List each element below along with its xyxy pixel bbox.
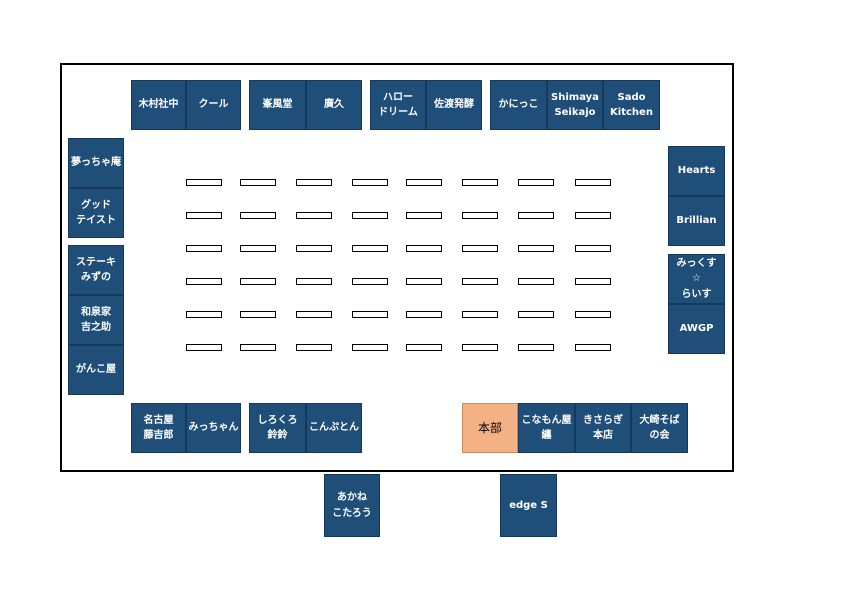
seat-row-5-col-4 (352, 311, 388, 318)
seat-row-4-col-5 (406, 278, 442, 285)
seat-row-5-col-1 (186, 311, 222, 318)
seat-row-2-col-8 (575, 212, 611, 219)
seat-row-6-col-1 (186, 344, 222, 351)
booth-top-1[interactable]: 木村社中 (131, 80, 186, 130)
seat-row-3-col-7 (518, 245, 554, 252)
seat-row-1-col-5 (406, 179, 442, 186)
booth-right-1[interactable]: Hearts (668, 146, 725, 196)
seat-row-1-col-6 (462, 179, 498, 186)
booth-right-4[interactable]: AWGP (668, 304, 725, 354)
seat-row-4-col-1 (186, 278, 222, 285)
booth-bottom-6[interactable]: こなもん屋 纏 (518, 403, 575, 453)
seat-row-1-col-4 (352, 179, 388, 186)
booth-top-2[interactable]: クール (186, 80, 241, 130)
booth-top-7[interactable]: かにっこ (490, 80, 547, 130)
booth-left-2[interactable]: グッド テイスト (68, 188, 124, 238)
seat-row-3-col-2 (240, 245, 276, 252)
seat-row-1-col-8 (575, 179, 611, 186)
seat-row-6-col-3 (296, 344, 332, 351)
seat-row-6-col-5 (406, 344, 442, 351)
booth-bottom-4[interactable]: こんぷとん (306, 403, 362, 453)
seat-row-2-col-1 (186, 212, 222, 219)
booth-top-8[interactable]: Shimaya Seikajo (547, 80, 603, 130)
seat-row-1-col-3 (296, 179, 332, 186)
booth-top-9[interactable]: Sado Kitchen (603, 80, 660, 130)
seat-row-1-col-7 (518, 179, 554, 186)
booth-left-1[interactable]: 夢っちゃ庵 (68, 138, 124, 188)
seat-row-2-col-2 (240, 212, 276, 219)
seat-row-5-col-8 (575, 311, 611, 318)
booth-top-5[interactable]: ハロー ドリーム (370, 80, 426, 130)
seat-row-4-col-8 (575, 278, 611, 285)
booth-bottom-2[interactable]: みっちゃん (186, 403, 241, 453)
booth-bottom-8[interactable]: 大崎そば の会 (631, 403, 688, 453)
seat-row-4-col-2 (240, 278, 276, 285)
seat-row-1-col-1 (186, 179, 222, 186)
booth-bottom-3[interactable]: しろくろ 鈴鈴 (249, 403, 306, 453)
seat-row-4-col-3 (296, 278, 332, 285)
booth-left-4[interactable]: 和泉家 吉之助 (68, 295, 124, 345)
booth-right-3[interactable]: みっくす ☆ らいす (668, 254, 725, 304)
seat-row-6-col-4 (352, 344, 388, 351)
booth-top-4[interactable]: 廣久 (306, 80, 362, 130)
seat-row-3-col-3 (296, 245, 332, 252)
seat-row-6-col-6 (462, 344, 498, 351)
seat-row-3-col-1 (186, 245, 222, 252)
seat-row-5-col-5 (406, 311, 442, 318)
seat-row-4-col-6 (462, 278, 498, 285)
seat-row-6-col-8 (575, 344, 611, 351)
booth-outside-1[interactable]: あかね こたろう (324, 474, 380, 537)
seat-row-2-col-6 (462, 212, 498, 219)
seat-row-5-col-3 (296, 311, 332, 318)
booth-left-5[interactable]: がんこ屋 (68, 345, 124, 395)
booth-outside-2[interactable]: edge S (500, 474, 557, 537)
seat-row-6-col-7 (518, 344, 554, 351)
booth-left-3[interactable]: ステーキ みずの (68, 245, 124, 295)
seat-row-3-col-6 (462, 245, 498, 252)
seat-row-3-col-5 (406, 245, 442, 252)
seat-row-2-col-5 (406, 212, 442, 219)
seat-row-4-col-7 (518, 278, 554, 285)
headquarters-booth[interactable]: 本部 (462, 403, 518, 453)
seat-row-4-col-4 (352, 278, 388, 285)
booth-right-2[interactable]: Brillian (668, 196, 725, 246)
seat-row-3-col-8 (575, 245, 611, 252)
booth-bottom-7[interactable]: きさらぎ 本店 (575, 403, 631, 453)
seat-row-5-col-2 (240, 311, 276, 318)
booth-top-3[interactable]: 峯風堂 (249, 80, 306, 130)
seat-row-3-col-4 (352, 245, 388, 252)
seat-row-2-col-7 (518, 212, 554, 219)
booth-top-6[interactable]: 佐渡発酵 (426, 80, 482, 130)
booth-bottom-1[interactable]: 名古屋 藤吉郎 (131, 403, 186, 453)
seat-row-2-col-4 (352, 212, 388, 219)
seat-row-1-col-2 (240, 179, 276, 186)
seat-row-2-col-3 (296, 212, 332, 219)
seat-row-5-col-6 (462, 311, 498, 318)
seat-row-5-col-7 (518, 311, 554, 318)
seat-row-6-col-2 (240, 344, 276, 351)
